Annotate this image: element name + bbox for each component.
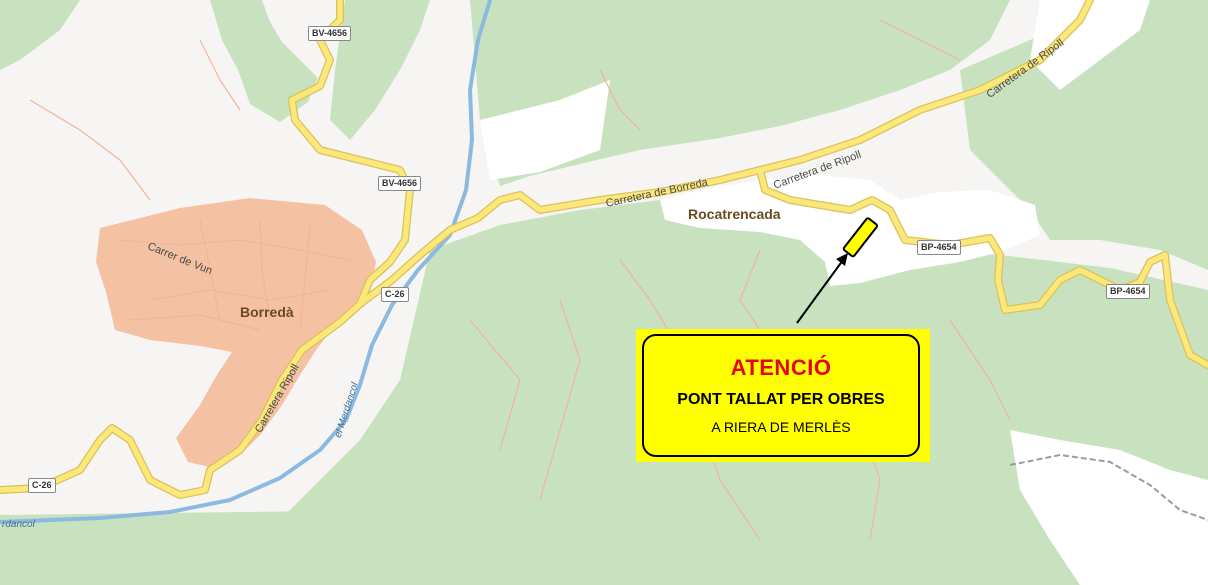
warning-sign-frame: ATENCIÓ PONT TALLAT PER OBRES A RIERA DE… [642, 334, 920, 457]
warning-title: ATENCIÓ [730, 354, 832, 380]
river [0, 0, 492, 524]
primary-roads [0, 0, 1208, 498]
river-label-merdancol-west: rdancol [2, 519, 35, 530]
warning-sign: ATENCIÓ PONT TALLAT PER OBRES A RIERA DE… [636, 329, 930, 462]
arrow-up-right-icon [796, 253, 848, 324]
road-label-c26-west: C-26 [28, 478, 56, 493]
warning-message: PONT TALLAT PER OBRES [677, 390, 885, 408]
boundary-line [1009, 453, 1208, 521]
place-label-borreda: Borredà [240, 304, 294, 320]
place-label-rocatrencada: Rocatrencada [688, 206, 781, 222]
road-label-bp4654-west: BP-4654 [917, 240, 961, 255]
warning-location: A RIERA DE MERLÈS [711, 418, 851, 435]
road-label-bp4654-east: BP-4654 [1106, 284, 1150, 299]
road-label-bv4656-north: BV-4656 [308, 26, 352, 41]
road-label-c26-east: C-26 [381, 287, 409, 302]
road-label-bv4656: BV-4656 [378, 176, 422, 191]
bridge-closure-marker-icon[interactable] [842, 217, 879, 258]
clearings [480, 0, 1208, 585]
